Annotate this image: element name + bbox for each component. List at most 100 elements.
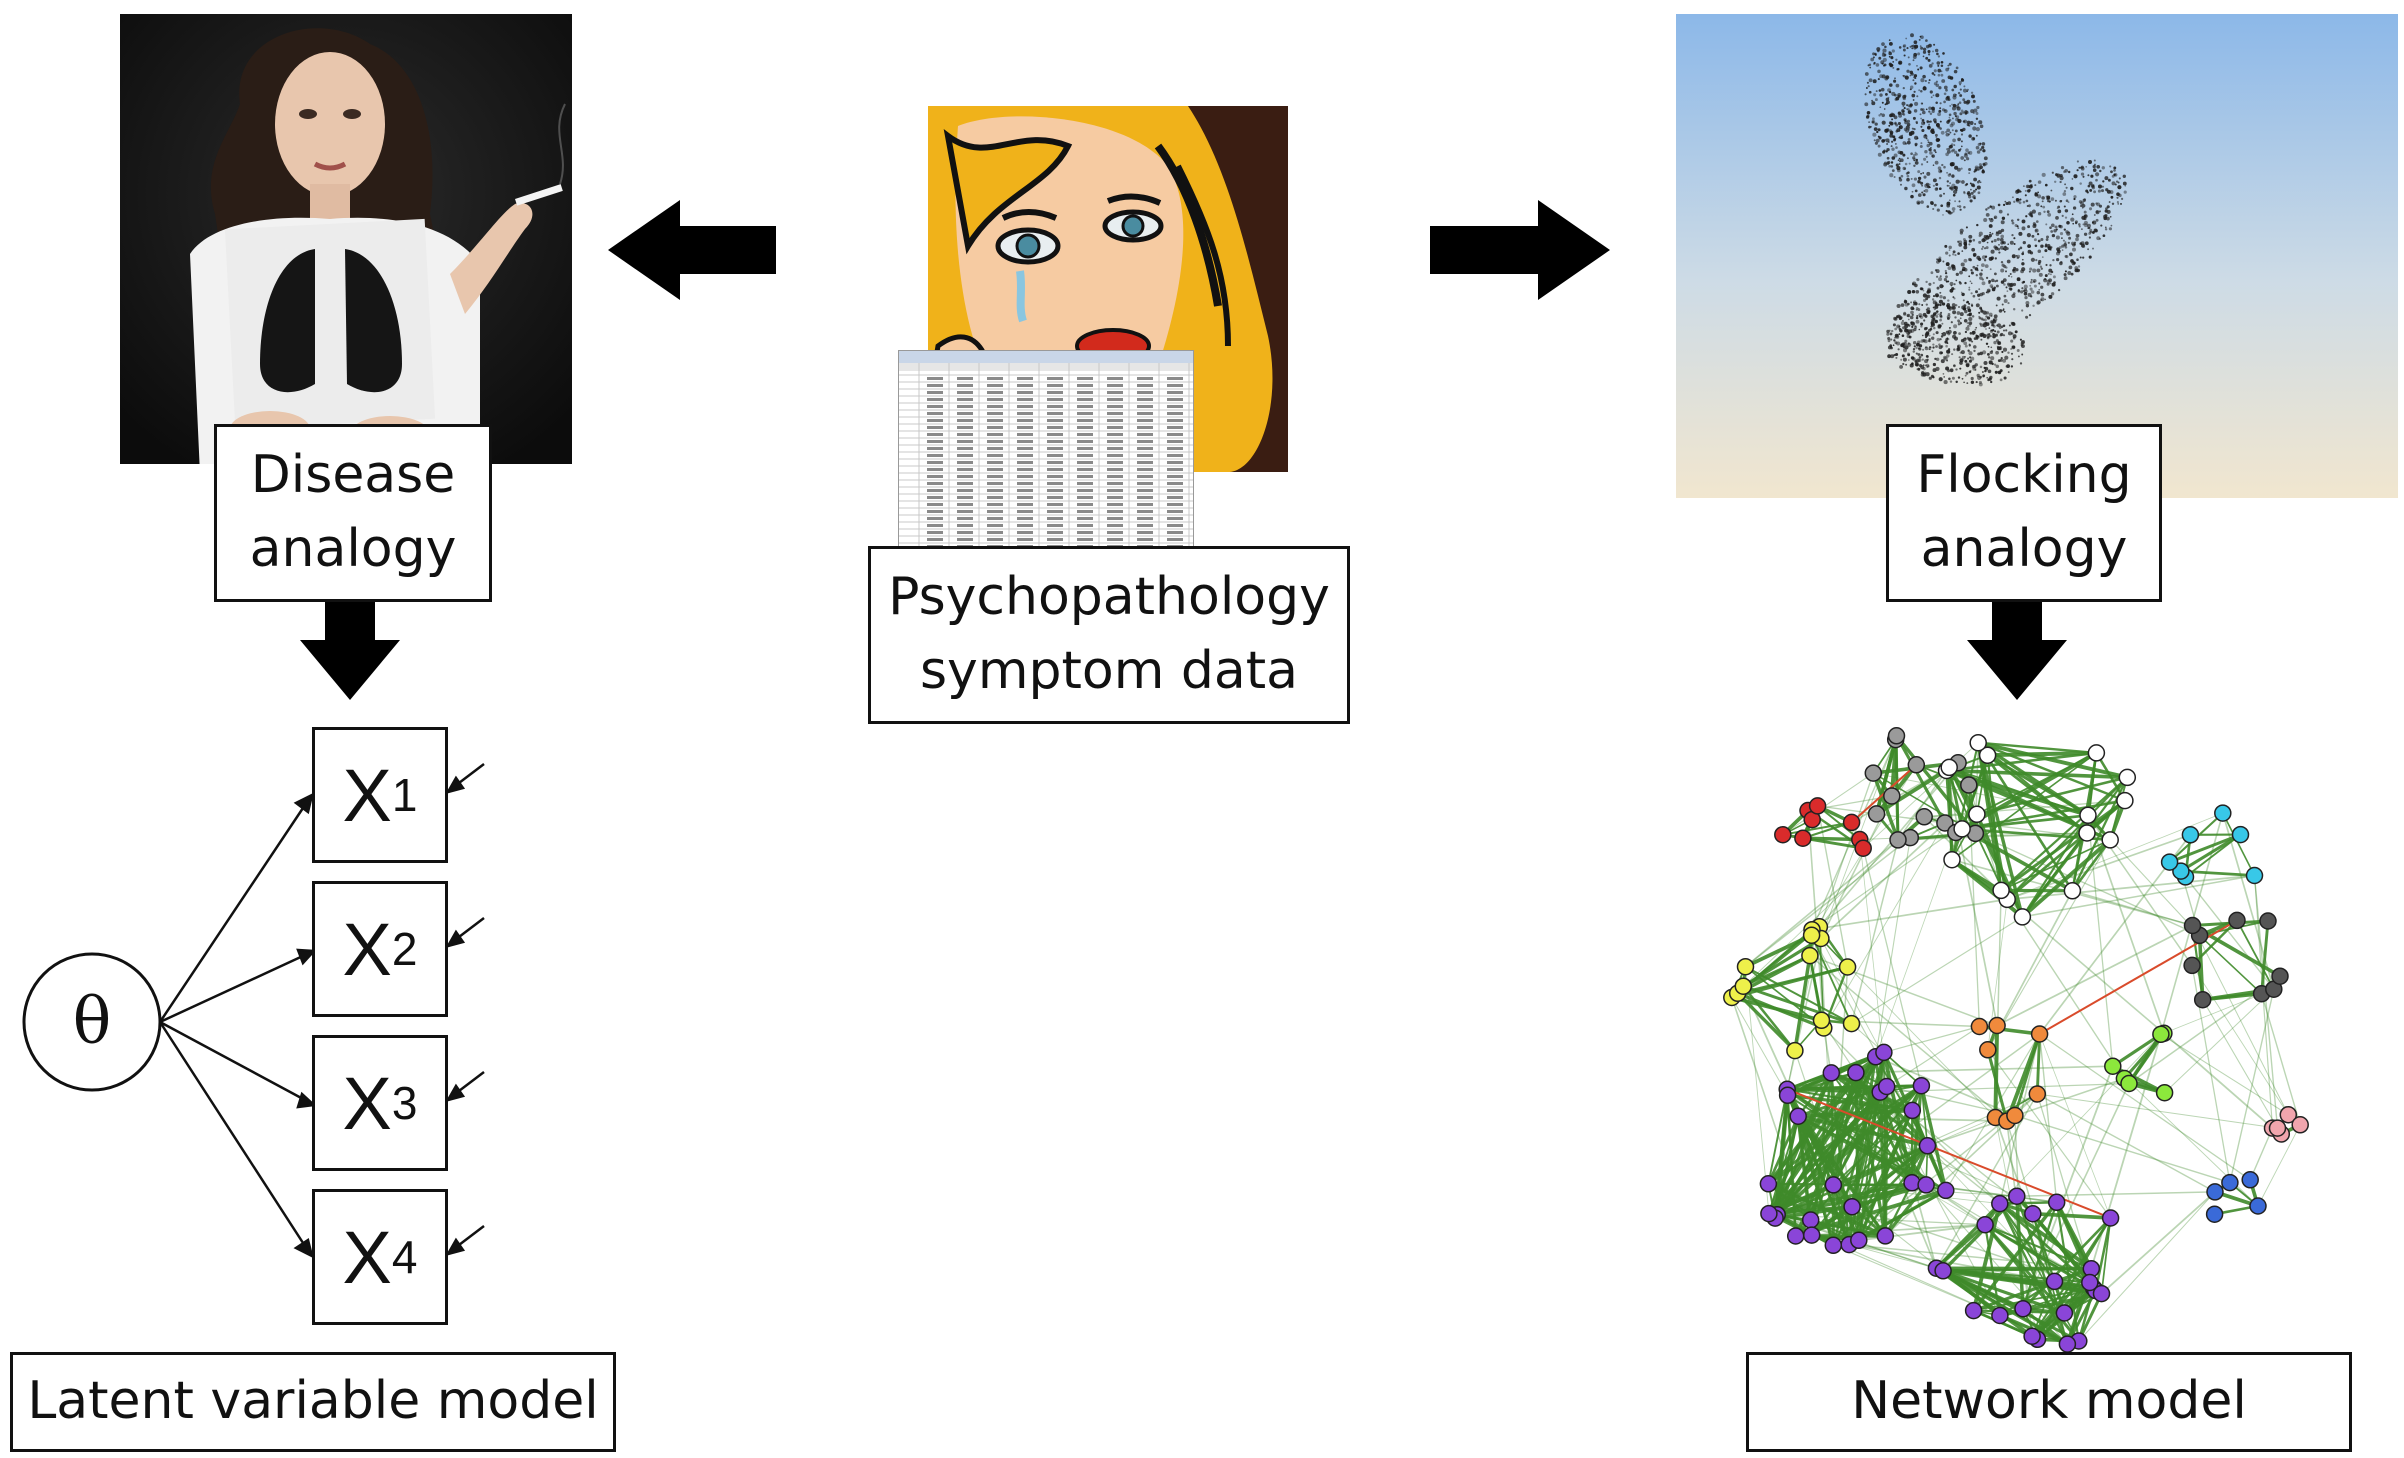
network-node	[1786, 1227, 1805, 1245]
network-node	[1802, 926, 1821, 944]
disease-analogy-line2: analogy	[249, 519, 457, 579]
network-node	[2079, 806, 2097, 825]
network-node	[1936, 814, 1954, 832]
network-node	[2081, 1273, 2099, 1292]
network-node	[1802, 1226, 1821, 1244]
network-node	[2271, 967, 2289, 985]
psychopathology-data-label: Psychopathology symptom data	[868, 546, 1350, 724]
network-node	[2228, 911, 2246, 930]
network-node	[2241, 1171, 2259, 1189]
right-arrow	[1430, 200, 1610, 300]
network-node	[2047, 1193, 2066, 1212]
network-node	[2063, 882, 2082, 900]
network-node	[2087, 744, 2106, 762]
data-label-line2: symptom data	[919, 641, 1299, 701]
network-node	[1937, 1181, 1955, 1200]
network-node	[1854, 839, 1872, 857]
network-node	[2023, 1327, 2041, 1345]
network-node	[1979, 1041, 1997, 1059]
network-node	[1992, 881, 2010, 900]
network-node	[2104, 1057, 2122, 1075]
network-node	[1801, 946, 1819, 965]
flocking-analogy-label: Flocking analogy	[1886, 424, 2162, 602]
network-node	[1847, 1063, 1865, 1082]
network-node	[1991, 1306, 2009, 1325]
network-node	[1976, 1215, 1994, 1234]
network-node	[1876, 1227, 1895, 1245]
network-node	[2259, 912, 2277, 930]
latent-model-text: Latent variable model	[27, 1371, 599, 1432]
network-node	[2058, 1335, 2077, 1353]
network-node	[2006, 1106, 2024, 1125]
network-node	[1960, 776, 1978, 794]
flock-photo	[1676, 14, 2398, 498]
network-node	[1988, 1016, 2006, 1035]
network-node	[2092, 1284, 2111, 1303]
flocking-analogy-line1: Flocking	[1916, 445, 2132, 506]
network-model-text: Network model	[1851, 1371, 2247, 1432]
network-node	[1883, 787, 1901, 805]
network-node	[2116, 791, 2134, 810]
network-node	[2030, 1025, 2049, 1043]
disease-photo	[120, 14, 572, 464]
network-node	[2055, 1304, 2074, 1322]
network-node	[2181, 826, 2200, 844]
disease-analogy-line1: Disease	[250, 445, 456, 506]
network-node	[1778, 1086, 1797, 1105]
network-node	[2155, 1083, 2174, 1102]
network-node	[1842, 1014, 1861, 1033]
network-node	[2014, 1300, 2032, 1318]
network-node	[1889, 831, 1907, 849]
network-node	[2172, 862, 2190, 880]
latent-factor-symbol: θ	[72, 985, 112, 1059]
network-node	[1940, 758, 1958, 777]
network-node	[1907, 756, 1926, 774]
network-node	[1991, 1194, 2009, 1213]
network-node	[1953, 820, 1971, 838]
network-node	[1801, 1211, 1820, 1229]
network-node	[1970, 1017, 1989, 1036]
network-node	[2206, 1183, 2224, 1201]
network-node	[1934, 1262, 1952, 1280]
network-node	[1903, 1174, 1921, 1192]
network-node	[2279, 1105, 2298, 1124]
network-node	[1843, 1197, 1861, 1216]
network-model-label: Network model	[1746, 1352, 2352, 1452]
network-node	[2024, 1204, 2042, 1223]
network-node	[1760, 1204, 1778, 1223]
latent-variable-model-label: Latent variable model	[10, 1352, 616, 1452]
network-node	[2249, 1197, 2267, 1215]
network-node	[1915, 808, 1933, 826]
network-node	[1842, 813, 1861, 832]
network-node	[2101, 831, 2119, 849]
network-node	[1887, 727, 1906, 745]
network-node	[2152, 1025, 2170, 1044]
network-node	[1917, 1176, 1935, 1194]
network-node	[1964, 1301, 1983, 1320]
network-node	[2183, 956, 2201, 975]
network-node	[1875, 1043, 1893, 1062]
network-node	[1786, 1041, 1804, 1060]
network-node	[2268, 1119, 2287, 1137]
network-node	[1968, 805, 1986, 824]
network-node	[1867, 805, 1886, 823]
network-node	[1903, 1101, 1922, 1120]
down-arrow-right	[1967, 600, 2067, 700]
network-node	[2221, 1173, 2239, 1192]
disease-analogy-label: Disease analogy	[214, 424, 492, 602]
network-node	[2231, 825, 2250, 844]
network-node	[1918, 1137, 1937, 1155]
network-node	[1969, 733, 1987, 752]
network-node	[1824, 1236, 1843, 1255]
network-node	[2120, 1074, 2138, 1093]
network-node	[1734, 977, 1753, 995]
network-node	[2118, 768, 2137, 787]
network-node	[1822, 1064, 1841, 1082]
network-node	[1912, 1076, 1931, 1095]
network-node	[2214, 804, 2232, 822]
